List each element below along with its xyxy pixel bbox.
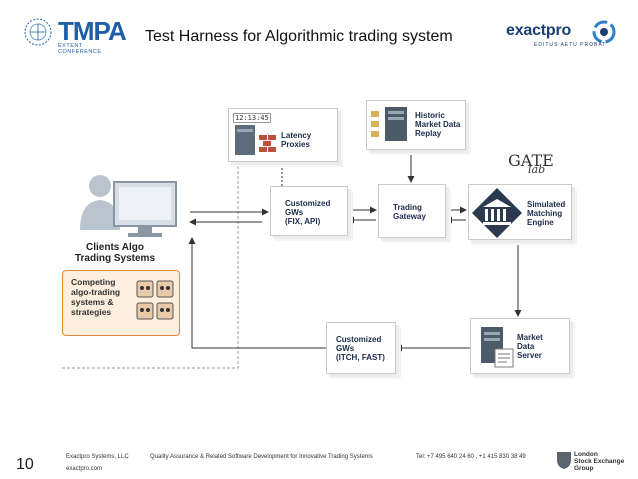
footer-description: Quality Assurance & Related Software Dev…: [150, 454, 373, 460]
gate-lab-suffix: lab: [528, 163, 546, 176]
client-workstation-icon: [80, 175, 177, 237]
client-boundary-line: [60, 166, 239, 369]
replay-server-icon: [371, 107, 407, 141]
lse-crest-icon: [557, 452, 571, 469]
gw-itch-to-client-arrow: [188, 237, 326, 349]
tmpa-logo: TMPA EXTENT CONFERENCE: [22, 14, 127, 55]
gw-fix-api-box: Customized GWs (FIX, API): [270, 186, 348, 236]
exchange-building-icon: [472, 188, 522, 238]
footer-site: exactpro.com: [66, 466, 103, 472]
market-data-server-box: Market Data Server: [470, 318, 570, 374]
matching-engine-label: Simulated Matching Engine: [527, 200, 566, 227]
latency-proxies-box: 12:13:45 Latency Proxies: [228, 108, 338, 162]
tmpa-emblem-icon: [24, 18, 52, 46]
slide-footer: 10 Exactpro Systems, LLC exactpro.com Qu…: [0, 440, 638, 479]
exactpro-logo-text: exactpro: [506, 22, 572, 39]
latency-proxies-label: Latency Proxies: [281, 131, 312, 149]
exactpro-tagline: EDITUS AETU PROBAT: [534, 42, 607, 48]
historic-replay-box: Historic Market Data Replay: [366, 100, 466, 150]
historic-replay-label: Historic Market Data Replay: [415, 111, 461, 138]
competing-algo-box: Competing algo-trading systems & strateg…: [62, 270, 180, 336]
slide-title: Test Harness for Algorithmic trading sys…: [145, 28, 453, 45]
latency-server-brick-icon: [235, 125, 276, 155]
market-data-server-icon: [481, 327, 514, 368]
gw-itch-fast-label: Customized GWs (ITCH, FAST): [336, 335, 385, 362]
latency-ticker: 12:13:45: [233, 113, 271, 123]
page-number: 10: [16, 456, 34, 473]
robots-icon: [136, 280, 174, 320]
market-data-server-label: Market Data Server: [517, 333, 543, 360]
footer-company: Exactpro Systems, LLC: [66, 454, 129, 460]
tmpa-logo-subtitle: EXTENT CONFERENCE: [58, 43, 102, 55]
exactpro-logo: exactpro EDITUS AETU PROBAT: [506, 20, 616, 50]
lse-logo: London Stock Exchange Group: [556, 450, 626, 472]
gate-lab-logo: GATE: [508, 151, 554, 170]
matching-engine-box: Simulated Matching Engine: [468, 184, 572, 240]
exactpro-swirl-icon: [592, 20, 616, 44]
footer-telephone: Tel: +7 495 640 24 60 , +1 415 830 38 49: [416, 454, 526, 460]
trading-gateway-label: Trading Gateway: [393, 203, 426, 221]
clients-algo-label: Clients Algo Trading Systems: [74, 242, 156, 264]
gw-fix-api-label: Customized GWs (FIX, API): [285, 199, 331, 226]
gw-itch-fast-box: Customized GWs (ITCH, FAST): [326, 322, 396, 374]
lse-logo-text: London Stock Exchange Group: [574, 451, 625, 472]
trading-gateway-box: Trading Gateway: [378, 184, 446, 238]
slide-header: TMPA EXTENT CONFERENCE Test Harness for …: [0, 0, 638, 62]
tmpa-logo-text: TMPA: [58, 16, 127, 46]
competing-algo-label: Competing algo-trading systems & strateg…: [71, 277, 121, 317]
